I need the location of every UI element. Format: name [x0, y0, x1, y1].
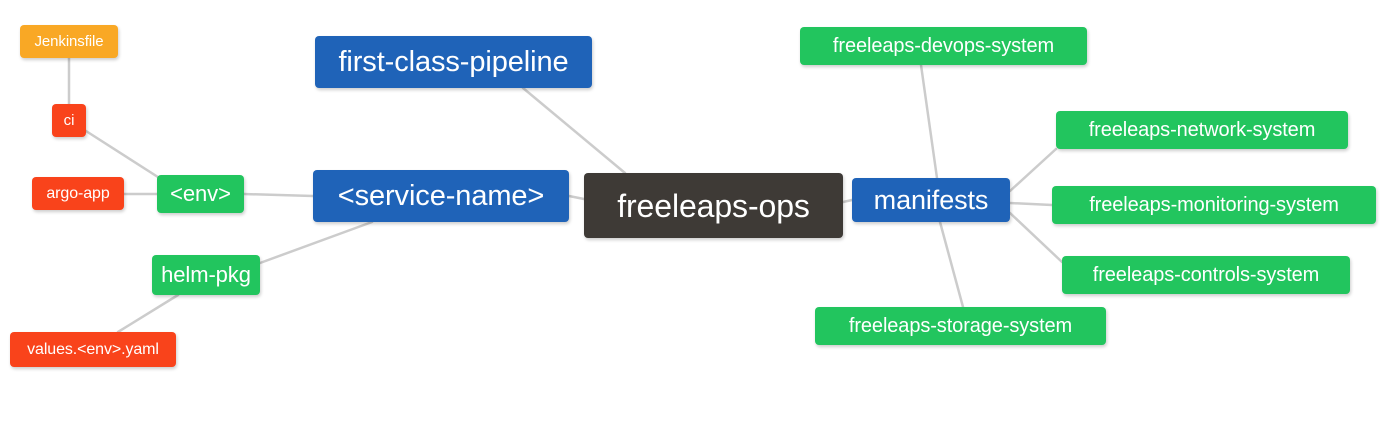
node-monitoring-system[interactable]: freeleaps-monitoring-system — [1052, 186, 1376, 224]
edge-first-class-pipeline-to-freeleaps-ops — [521, 86, 627, 175]
node-freeleaps-ops[interactable]: freeleaps-ops — [584, 173, 843, 238]
edge-service-name-to-freeleaps-ops — [567, 194, 586, 201]
node-helm-pkg[interactable]: helm-pkg — [152, 255, 260, 295]
edge-manifests-to-storage-system — [938, 220, 965, 309]
edge-freeleaps-ops-to-manifests — [841, 198, 854, 204]
edge-manifests-to-network-system — [1008, 147, 1058, 193]
edge-helm-pkg-to-service-name — [258, 220, 374, 265]
node-controls-system[interactable]: freeleaps-controls-system — [1062, 256, 1350, 294]
node-devops-system[interactable]: freeleaps-devops-system — [800, 27, 1087, 65]
node-jenkinsfile[interactable]: Jenkinsfile — [20, 25, 118, 58]
node-storage-system[interactable]: freeleaps-storage-system — [815, 307, 1106, 345]
node-values-yaml[interactable]: values.<env>.yaml — [10, 332, 176, 367]
node-first-class-pipeline[interactable]: first-class-pipeline — [315, 36, 592, 88]
node-manifests[interactable]: manifests — [852, 178, 1010, 222]
node-ci[interactable]: ci — [52, 104, 86, 137]
edge-ci-to-env — [84, 129, 163, 181]
edge-manifests-to-monitoring-system — [1008, 201, 1054, 207]
node-network-system[interactable]: freeleaps-network-system — [1056, 111, 1348, 149]
edge-manifests-to-devops-system — [919, 63, 939, 180]
edge-values-yaml-to-helm-pkg — [116, 293, 180, 334]
node-service-name[interactable]: <service-name> — [313, 170, 569, 222]
node-env[interactable]: <env> — [157, 175, 244, 213]
node-argo-app[interactable]: argo-app — [32, 177, 124, 210]
edge-env-to-service-name — [242, 192, 315, 198]
